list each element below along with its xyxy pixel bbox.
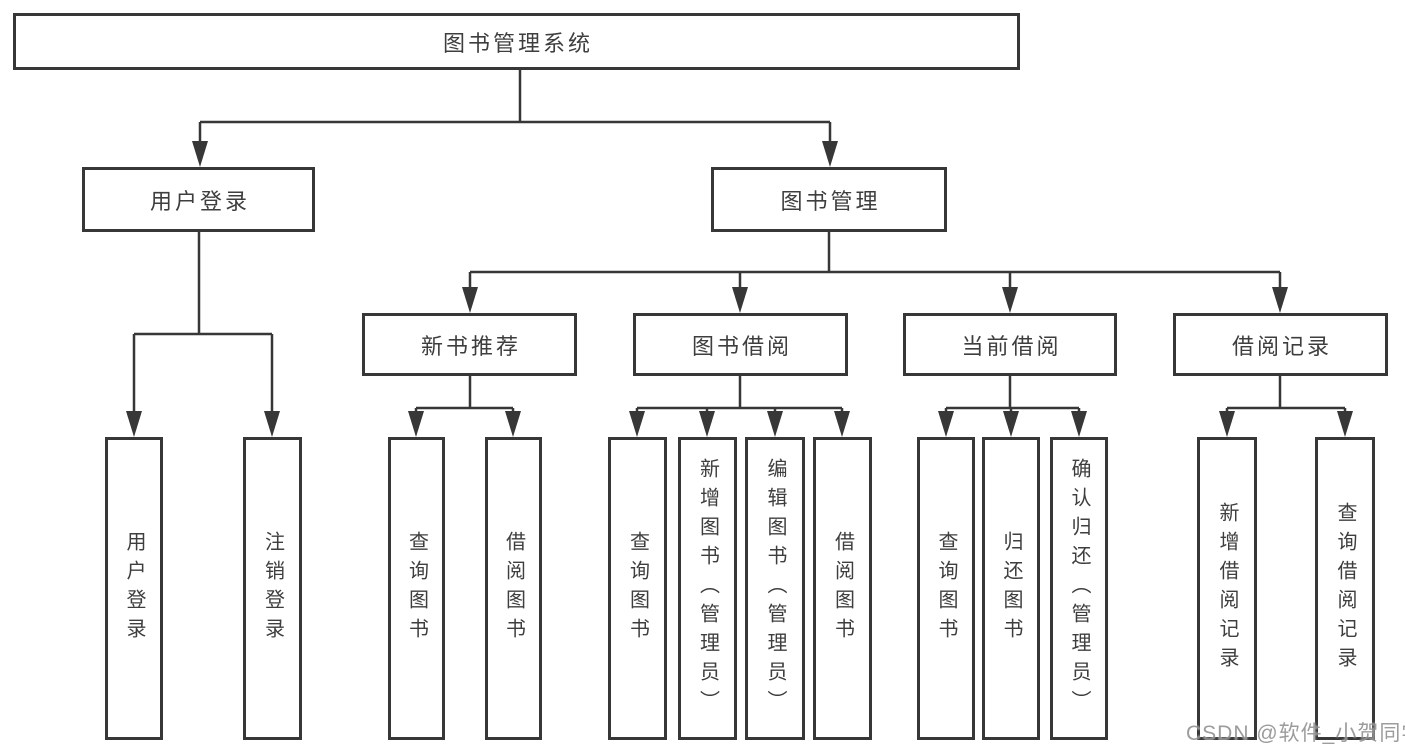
node-new-book-recommend: 新书推荐 bbox=[362, 313, 577, 376]
node-label: 新增图书（管理员） bbox=[696, 458, 719, 719]
node-label: 归还图书 bbox=[1000, 530, 1022, 647]
csdn-watermark: CSDN @软件_小贺同学 bbox=[1186, 722, 1405, 745]
node-book-management: 图书管理 bbox=[711, 167, 947, 232]
node-borrowing-records: 借阅记录 bbox=[1173, 313, 1388, 376]
node-label: 用户登录 bbox=[123, 530, 145, 647]
node-library-management-system: 图书管理系统 bbox=[13, 13, 1020, 70]
node-label: 图书管理系统 bbox=[442, 30, 593, 56]
node-label: 查询图书 bbox=[935, 530, 957, 647]
node-label: 新增借阅记录 bbox=[1216, 501, 1238, 676]
node-label: 借阅图书 bbox=[502, 530, 525, 647]
leaf-borrow-borrow-books: 借阅图书 bbox=[813, 437, 872, 740]
node-label: 图书管理 bbox=[780, 188, 881, 214]
node-user-login: 用户登录 bbox=[82, 167, 315, 232]
leaf-newbook-query-books: 查询图书 bbox=[388, 437, 445, 740]
leaf-add-borrow-record: 新增借阅记录 bbox=[1197, 437, 1257, 740]
node-label: 图书借阅 bbox=[691, 333, 792, 359]
node-book-borrowing: 图书借阅 bbox=[633, 313, 848, 376]
leaf-return-books: 归还图书 bbox=[982, 437, 1040, 740]
leaf-newbook-borrow-books: 借阅图书 bbox=[485, 437, 542, 740]
leaf-add-books-admin: 新增图书（管理员） bbox=[678, 437, 737, 740]
node-label: 注销登录 bbox=[261, 530, 284, 647]
node-label: 用户登录 bbox=[149, 188, 250, 214]
leaf-confirm-return-admin: 确认归还（管理员） bbox=[1050, 437, 1108, 740]
leaf-user-login: 用户登录 bbox=[105, 437, 163, 740]
leaf-query-borrow-record: 查询借阅记录 bbox=[1315, 437, 1375, 740]
node-label: 查询借阅记录 bbox=[1334, 501, 1356, 676]
node-label: 编辑图书（管理员） bbox=[764, 458, 786, 719]
leaf-edit-books-admin: 编辑图书（管理员） bbox=[745, 437, 805, 740]
node-current-borrowing: 当前借阅 bbox=[903, 313, 1117, 376]
node-label: 当前借阅 bbox=[961, 333, 1062, 359]
node-label: 查询图书 bbox=[626, 530, 649, 647]
node-label: 新书推荐 bbox=[420, 333, 521, 359]
node-label: 借阅记录 bbox=[1231, 333, 1332, 359]
node-label: 借阅图书 bbox=[831, 530, 854, 647]
leaf-current-query-books: 查询图书 bbox=[917, 437, 975, 740]
leaf-borrow-query-books: 查询图书 bbox=[608, 437, 667, 740]
node-label: 查询图书 bbox=[405, 530, 428, 647]
leaf-logout: 注销登录 bbox=[243, 437, 302, 740]
node-label: 确认归还（管理员） bbox=[1068, 458, 1090, 719]
